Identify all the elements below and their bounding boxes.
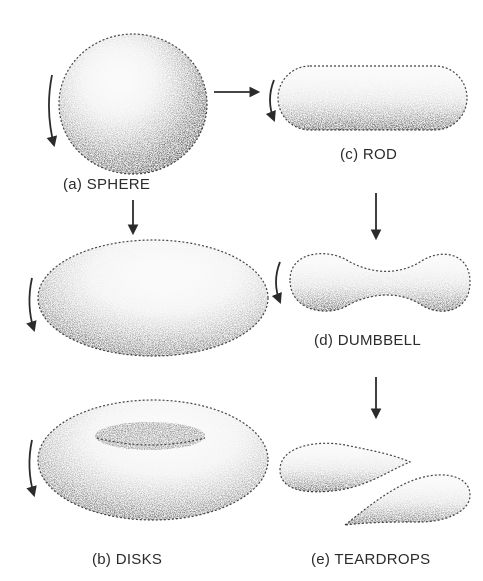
sphere-shape — [59, 34, 207, 174]
label-sphere: (a) SPHERE — [63, 176, 150, 193]
dumbbell-shape — [290, 254, 470, 312]
label-teardrops: (e) TEARDROPS — [311, 551, 430, 568]
label-disks: (b) DISKS — [92, 551, 162, 568]
torus-rotation-arrow — [29, 440, 34, 495]
torus-shape — [38, 400, 268, 520]
disk-rotation-arrow — [29, 278, 34, 330]
sphere-rotation-arrow — [49, 75, 54, 145]
teardrop-left-shape — [280, 443, 410, 492]
label-dumbbell: (d) DUMBBELL — [314, 332, 421, 349]
oblate-disk-shape — [38, 240, 268, 356]
label-rod: (c) ROD — [340, 146, 397, 163]
rod-rotation-arrow — [270, 80, 274, 120]
rod-shape — [278, 66, 467, 130]
dumbbell-rotation-arrow — [276, 262, 280, 302]
